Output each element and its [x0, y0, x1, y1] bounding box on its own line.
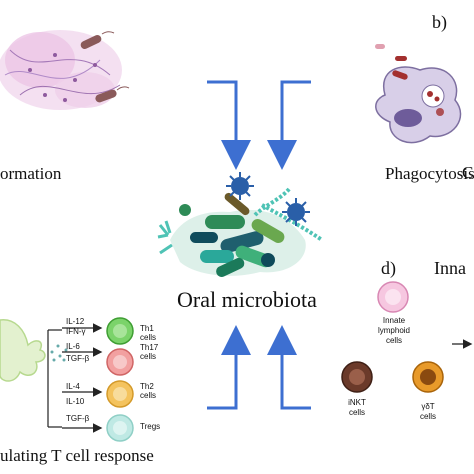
cytokine-text: TGF-β	[66, 354, 90, 363]
cytokine-text: IL-4	[66, 382, 80, 391]
biofilm-illustration	[0, 30, 130, 110]
gdt-label: γδT cells	[411, 402, 445, 422]
t-cell-circles	[106, 317, 134, 442]
innate-title-partial: Inna	[434, 258, 466, 278]
innate-text: iNKT	[348, 398, 366, 407]
innate-text: γδT	[421, 402, 435, 411]
panel-d-letter: d)	[381, 258, 396, 278]
phagocyte-illustration	[375, 44, 462, 144]
tcell-label-th17: Th17 cells	[140, 343, 158, 361]
cytokine-text: IFN-γ	[66, 327, 86, 336]
cytokine-label-th17: IL-6 TGF-β	[66, 341, 89, 365]
innate-cell-circles	[341, 281, 473, 393]
cytokine-text: IL-10	[66, 397, 85, 406]
cytokine-label-treg: TGF-β	[66, 414, 89, 424]
biofilm-label: ormation	[0, 164, 62, 183]
innate-text: cells	[385, 336, 402, 345]
innate-text: cells	[348, 408, 365, 417]
panel-b-letter: b)	[432, 12, 447, 32]
panel-c-edge-letter: C	[462, 163, 474, 182]
oral-microbiota-label: Oral microbiota	[177, 287, 317, 312]
cytokine-text: IL-6	[66, 342, 80, 351]
interaction-arrows	[207, 80, 311, 410]
tcell-text: Th1	[140, 324, 154, 333]
virus-icon	[282, 198, 310, 226]
phagocytosis-label: Phagocytosis	[385, 164, 474, 183]
tcell-text: cells	[140, 352, 157, 361]
cytokine-label-th2: IL-4 IL-10	[66, 379, 84, 409]
tcell-text: Th2	[140, 382, 154, 391]
cytokine-label-th1: IL-12 IFN-γ	[66, 317, 86, 337]
innate-text: Innate	[382, 316, 406, 325]
inkt-label: iNKT cells	[340, 398, 374, 418]
virus-icon	[226, 172, 254, 200]
tcell-text: cells	[140, 391, 157, 400]
tcell-label-th1: Th1 cells	[140, 324, 156, 342]
differentiation-lines	[47, 323, 103, 433]
cytokine-text: IL-12	[66, 317, 85, 326]
microbiota-illustration	[157, 172, 324, 277]
innate-lymphoid-label: Innate lymphoid cells	[374, 316, 414, 346]
tcell-label-treg: Tregs	[140, 422, 161, 431]
cytokine-text: TGF-β	[66, 414, 90, 423]
tcell-text: Th17	[140, 343, 159, 352]
tcell-text: cells	[140, 333, 157, 342]
innate-text: lymphoid	[377, 326, 410, 335]
innate-text: cells	[419, 412, 436, 421]
t-cell-response-label: ulating T cell response	[0, 446, 154, 465]
dendritic-cell-illustration	[0, 319, 68, 382]
tcell-label-th2: Th2 cells	[140, 382, 156, 400]
